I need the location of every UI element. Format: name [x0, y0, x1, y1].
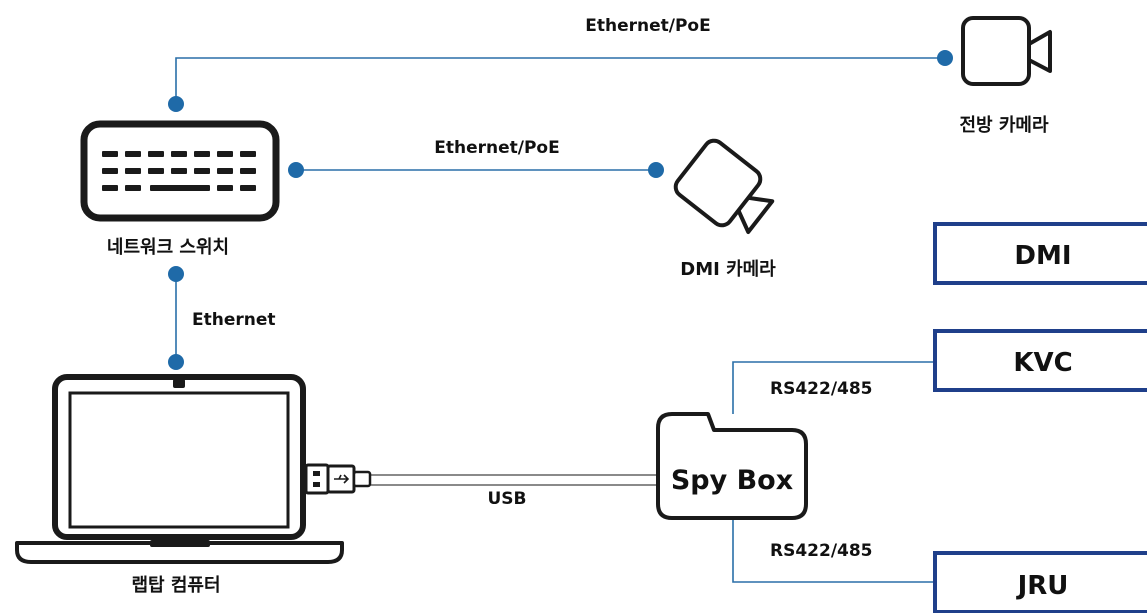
laptop-icon [15, 374, 344, 564]
spy-box [656, 412, 808, 520]
dot-switch-top [168, 96, 184, 112]
usb-cable [370, 474, 656, 486]
dmi-camera-icon [673, 138, 775, 235]
network-switch-label: 네트워크 스위치 [107, 236, 229, 258]
link-label-dmi-camera: Ethernet/PoE [434, 138, 559, 158]
usb-icon [304, 463, 372, 495]
connector-dots [168, 50, 953, 370]
dmi-box-label: DMI [1014, 241, 1071, 271]
connection-lines [175, 57, 945, 583]
dmi-box: DMI [933, 222, 1147, 285]
link-spybox-jru [732, 520, 935, 583]
link-label-usb: USB [487, 489, 526, 509]
link-label-jru: RS422/485 [770, 541, 873, 561]
kvc-box: KVC [933, 329, 1147, 392]
jru-box-label: JRU [1016, 571, 1069, 601]
link-label-kvc: RS422/485 [770, 379, 873, 399]
spy-box-label: Spy Box [671, 465, 793, 496]
network-switch-icon [80, 120, 280, 222]
link-label-front-camera: Ethernet/PoE [585, 16, 710, 36]
link-label-laptop: Ethernet [192, 310, 276, 330]
dot-front-camera [937, 50, 953, 66]
laptop-label: 랩탑 컴퓨터 [131, 575, 220, 596]
jru-box: JRU [933, 551, 1147, 613]
front-camera-label: 전방 카메라 [959, 115, 1049, 136]
dmi-camera-label: DMI 카메라 [680, 259, 776, 280]
dot-laptop-top [168, 354, 184, 370]
link-switch-front-camera [175, 57, 945, 104]
dot-switch-right [288, 162, 304, 178]
kvc-box-label: KVC [1013, 348, 1072, 378]
dot-dmi-camera [648, 162, 664, 178]
front-camera-icon [961, 16, 1052, 86]
dot-switch-bottom [168, 266, 184, 282]
link-spybox-kvc [732, 361, 935, 414]
